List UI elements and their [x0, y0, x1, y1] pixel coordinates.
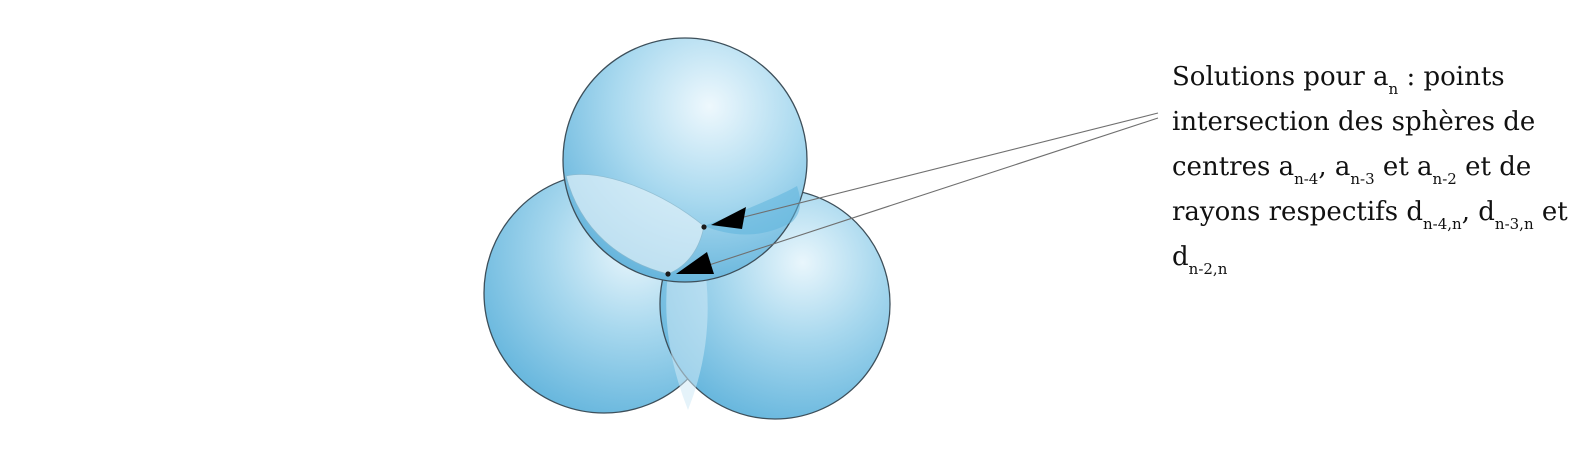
caption-subscript: n-4,n [1423, 215, 1462, 233]
caption-text: et de [1456, 152, 1532, 182]
caption-text: : points [1398, 62, 1505, 92]
caption-text: Solutions pour a [1172, 62, 1389, 92]
caption-text: et a [1374, 152, 1433, 182]
caption-text: , a [1318, 152, 1351, 182]
caption-subscript: n-2 [1432, 170, 1457, 188]
caption-text: et [1533, 197, 1568, 227]
lens-top-left [565, 173, 705, 275]
caption-subscript: n [1388, 80, 1399, 98]
leader-line-upper [739, 112, 1159, 219]
lens-left-right [666, 240, 708, 410]
caption-line-2: intersection des sphères de [1172, 100, 1582, 145]
caption-subscript: n-4 [1294, 170, 1319, 188]
arrowhead-upper [711, 207, 746, 229]
caption-subscript: n-3,n [1494, 215, 1534, 233]
intersection-point-lower [665, 271, 671, 277]
caption-line-4: rayons respectifs dn-4,n, dn-3,n et [1172, 190, 1582, 235]
caption-subscript: n-3 [1350, 170, 1375, 188]
caption-text: centres a [1172, 152, 1295, 182]
arrowhead-lower [676, 252, 714, 274]
caption-line-3: centres an-4, an-3 et an-2 et de [1172, 145, 1582, 190]
caption-line-1: Solutions pour an : points [1172, 55, 1582, 100]
leader-line-lower [705, 117, 1159, 267]
caption-line-5: dn-2,n [1172, 235, 1582, 280]
caption-text: rayons respectifs d [1172, 197, 1424, 227]
diagram-caption: Solutions pour an : points intersection … [1172, 55, 1582, 280]
caption-text: intersection des sphères de [1172, 107, 1536, 137]
caption-subscript: n-2,n [1188, 260, 1228, 278]
intersection-point-upper [701, 224, 707, 230]
caption-text: , d [1461, 197, 1495, 227]
caption-text: d [1172, 242, 1189, 272]
